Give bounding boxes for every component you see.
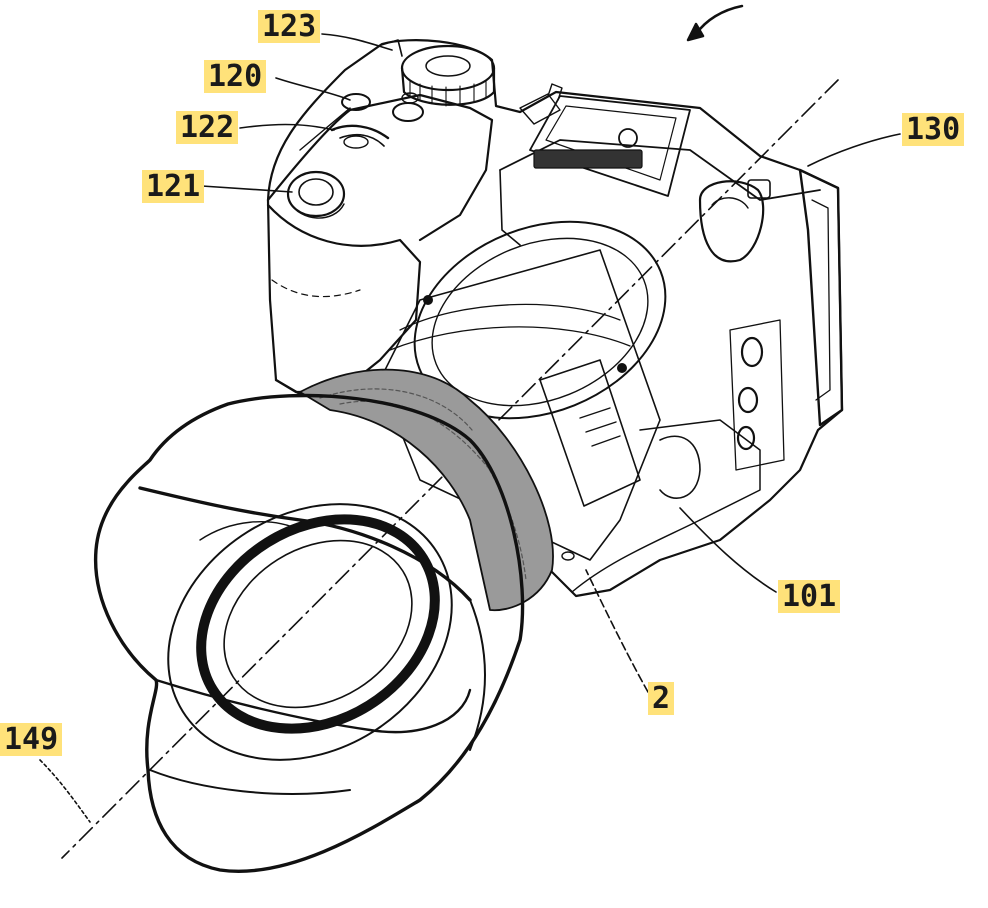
callout-123: 123 [258, 10, 321, 43]
hot-shoe [519, 83, 691, 197]
mode-dial [377, 39, 496, 107]
lens-barrel [299, 249, 661, 612]
shutter-button [286, 170, 346, 219]
callout-122: 122 [176, 111, 239, 144]
callout-149: 149 [0, 723, 63, 756]
front-lens-element [167, 503, 453, 761]
callout-130: 130 [902, 113, 965, 146]
lens-hood [93, 393, 525, 873]
callout-2: 2 [648, 682, 675, 715]
callout-120: 120 [204, 60, 267, 93]
callout-121: 121 [142, 170, 205, 203]
optical-axis [61, 79, 839, 859]
direction-arrow [686, 4, 744, 42]
camera-body [266, 39, 844, 598]
top-buttons [330, 92, 424, 149]
leader-lines [39, 33, 901, 823]
callout-101: 101 [778, 580, 841, 613]
